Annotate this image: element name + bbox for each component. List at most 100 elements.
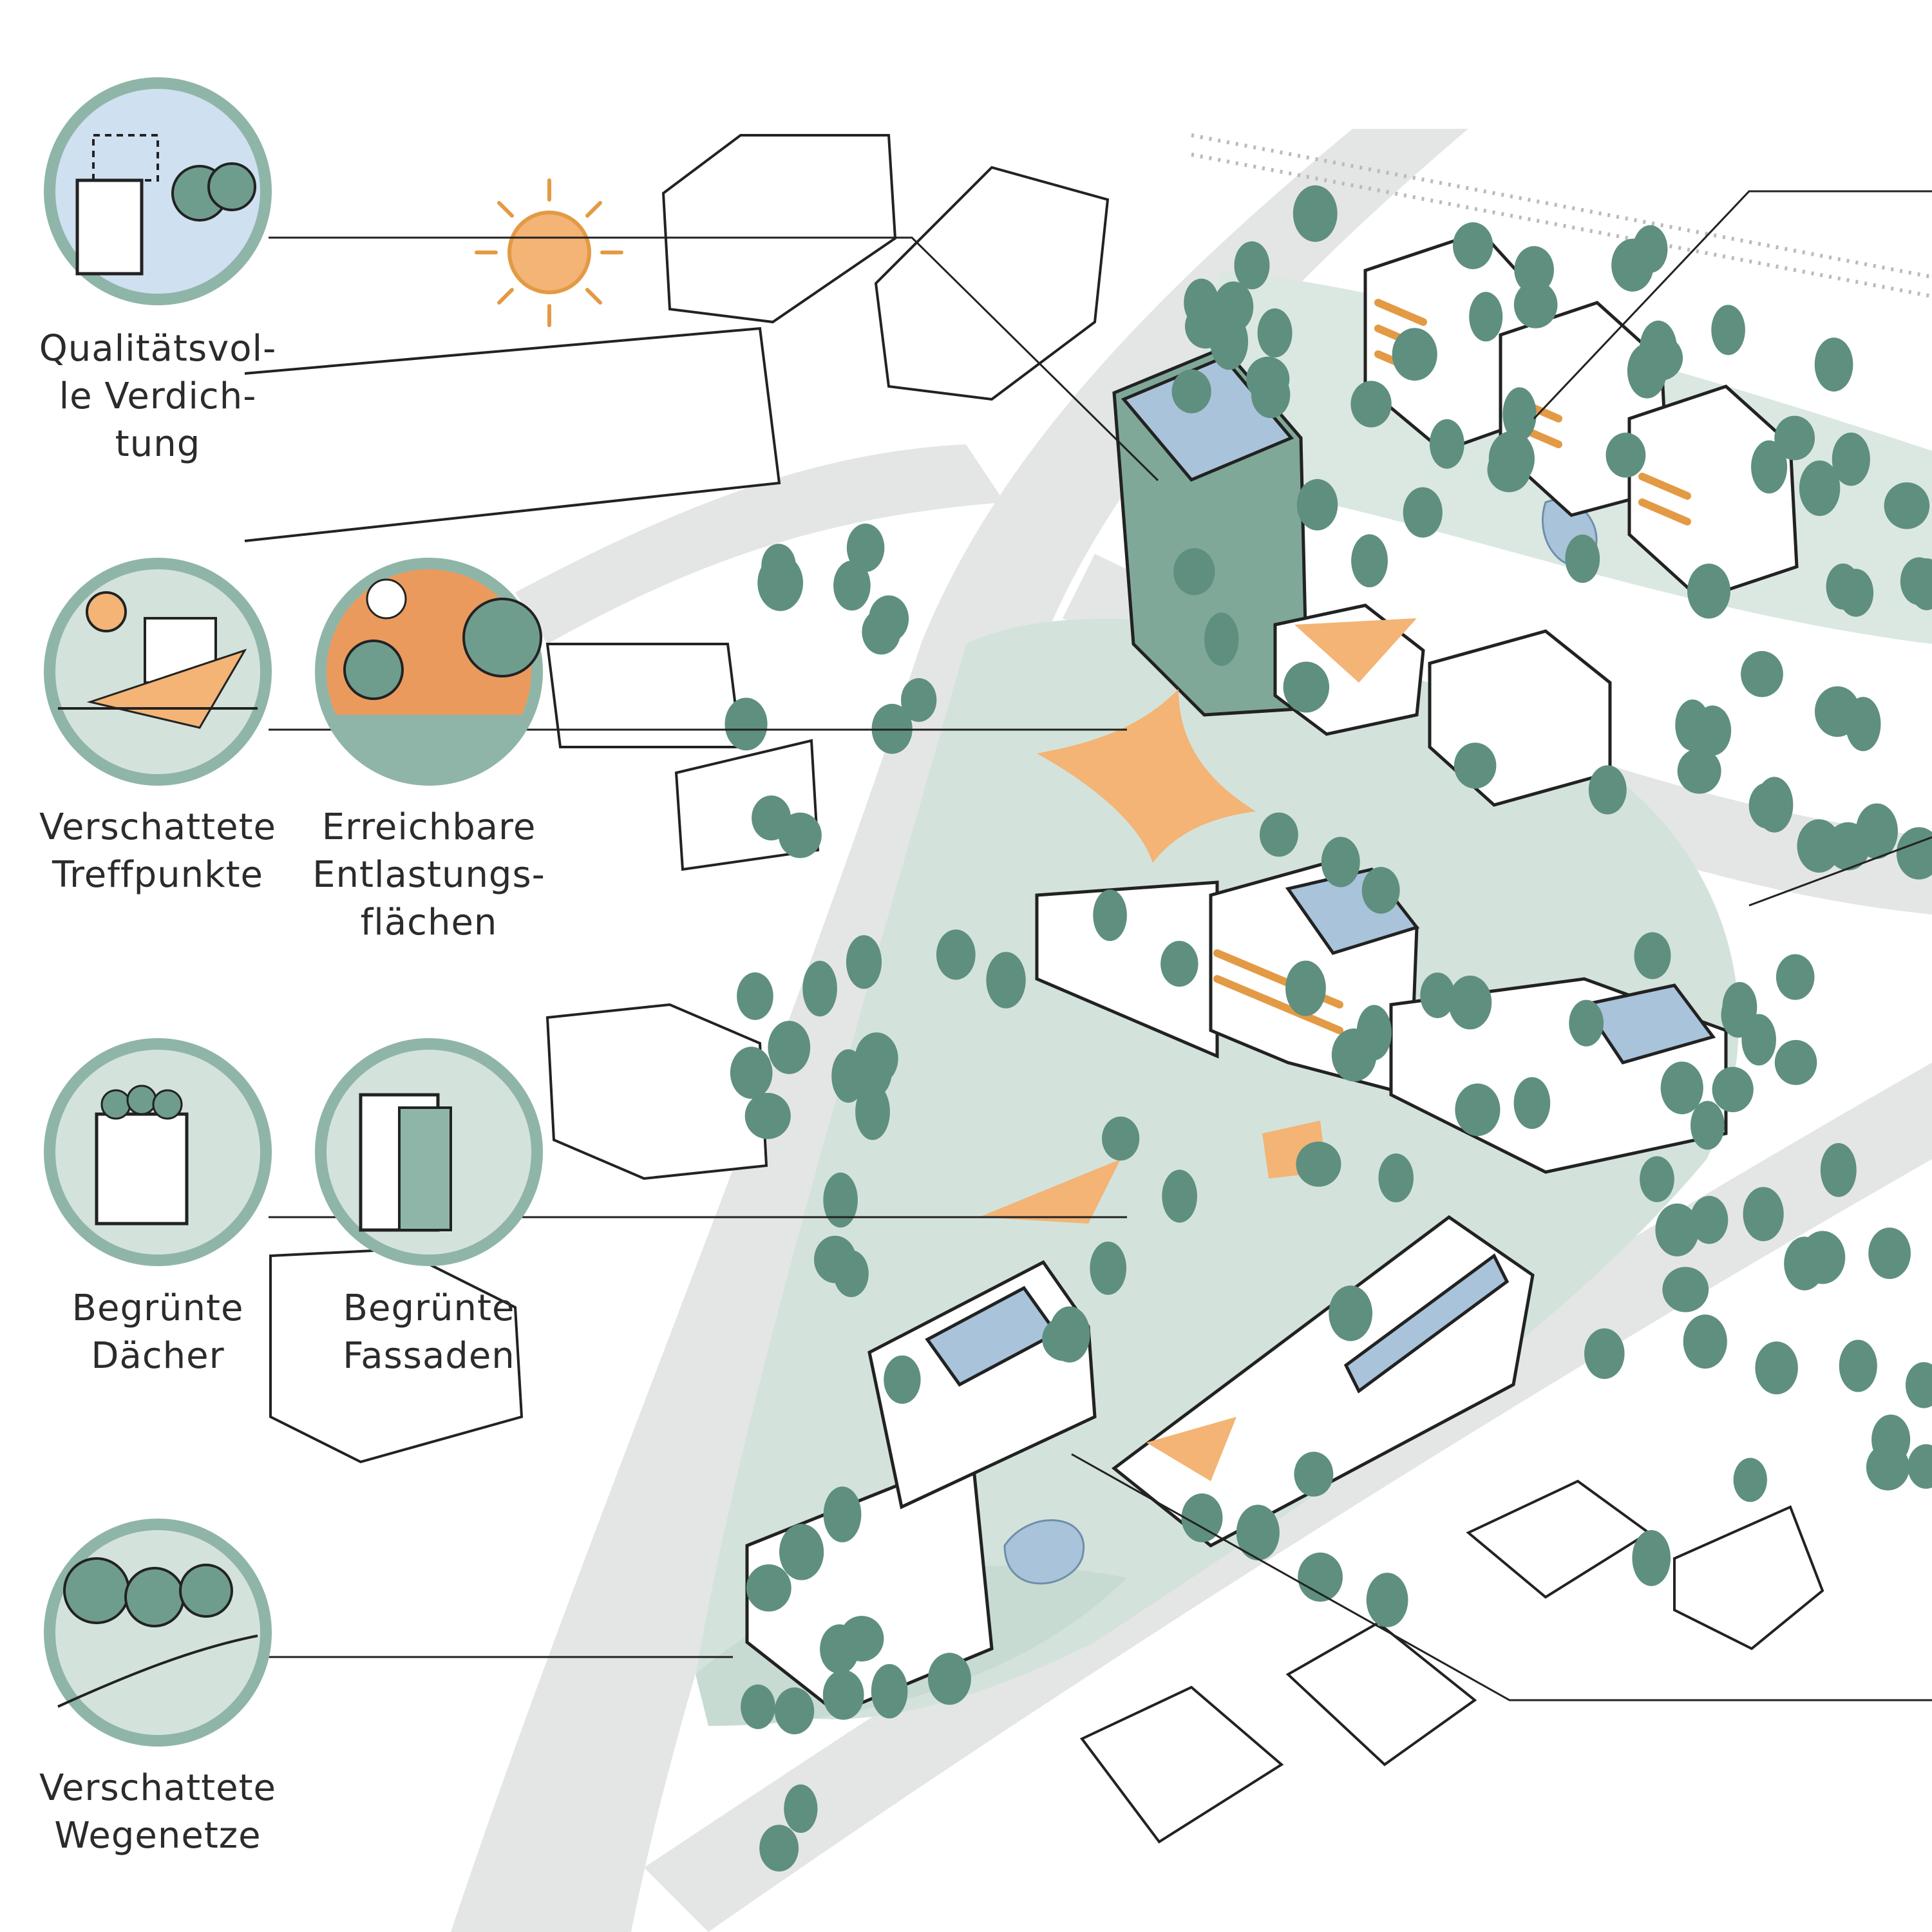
tree-icon bbox=[759, 1824, 799, 1872]
tree-icon bbox=[1741, 650, 1783, 697]
mid-block-west bbox=[1035, 880, 1219, 1059]
tree-icon bbox=[839, 1616, 884, 1662]
tree-icon bbox=[1296, 1141, 1341, 1187]
southeast-solar bbox=[1343, 1253, 1510, 1394]
tree-icon bbox=[1329, 1285, 1373, 1341]
tree-icon bbox=[822, 1670, 864, 1720]
tree-icon bbox=[1800, 1231, 1846, 1284]
tree-icon bbox=[1350, 381, 1392, 428]
tree-icon bbox=[831, 1049, 866, 1103]
main-road bbox=[451, 129, 1468, 1932]
tree-icon bbox=[802, 960, 837, 1017]
legend-icon-entlastung bbox=[315, 558, 543, 786]
tree-icon bbox=[1565, 535, 1600, 583]
tree-icon bbox=[1331, 1028, 1377, 1082]
tree-icon bbox=[1605, 432, 1646, 478]
tree-icon bbox=[1298, 1552, 1343, 1602]
legend-label-daecher: Begrünte Dächer bbox=[71, 1287, 244, 1377]
tree-icon bbox=[1909, 558, 1932, 611]
tree-icon bbox=[846, 524, 885, 573]
tree-icon bbox=[1173, 548, 1215, 596]
tree-icon bbox=[1640, 1156, 1674, 1202]
tree-icon bbox=[1296, 478, 1338, 531]
trees bbox=[724, 185, 1932, 1872]
tree-icon bbox=[746, 1564, 791, 1612]
tree-icon bbox=[1687, 564, 1730, 619]
tree-icon bbox=[1584, 1328, 1625, 1379]
tree-icon bbox=[1655, 1203, 1700, 1256]
tree-icon bbox=[737, 972, 773, 1020]
tree-icon bbox=[1469, 292, 1503, 342]
tree-icon bbox=[1871, 1414, 1911, 1465]
tree-icon bbox=[1090, 1241, 1127, 1295]
tree-icon bbox=[927, 1653, 971, 1705]
tree-icon bbox=[1285, 960, 1326, 1016]
tree-icon bbox=[784, 1784, 818, 1833]
tree-icon bbox=[1638, 335, 1683, 381]
legend-label-entlastung: Erreichbare Entlastungs- flächen bbox=[312, 806, 545, 943]
sun-icon bbox=[475, 178, 623, 327]
tree-icon bbox=[1257, 308, 1293, 358]
tree-icon bbox=[1797, 819, 1841, 873]
tree-icon bbox=[1048, 1306, 1090, 1363]
tree-icon bbox=[1204, 612, 1239, 667]
tree-icon bbox=[855, 1032, 898, 1085]
tree-icon bbox=[1452, 222, 1493, 269]
tree-icon bbox=[1721, 992, 1756, 1038]
tree-icon bbox=[1774, 415, 1815, 460]
tree-icon bbox=[1246, 356, 1290, 402]
tree-icon bbox=[1181, 1493, 1223, 1542]
tree-icon bbox=[779, 1524, 824, 1580]
shade-sail bbox=[1146, 1417, 1236, 1481]
tree-icon bbox=[1293, 185, 1338, 242]
tree-icon bbox=[1294, 1452, 1334, 1497]
tree-icon bbox=[846, 935, 882, 989]
tree-icon bbox=[1776, 954, 1815, 1000]
tree-icon bbox=[1675, 699, 1710, 751]
tree-icon bbox=[1905, 1362, 1932, 1408]
legend-icon-daecher bbox=[44, 1038, 272, 1266]
tree-icon bbox=[986, 952, 1026, 1009]
existing-buildings bbox=[244, 134, 1824, 1844]
tree-icon bbox=[1184, 278, 1219, 327]
tree-icon bbox=[1884, 482, 1930, 529]
tree-icon bbox=[901, 677, 937, 722]
tree-icon bbox=[862, 609, 901, 655]
tree-icon bbox=[1160, 941, 1198, 987]
tree-icon bbox=[1799, 460, 1841, 516]
tree-icon bbox=[1588, 765, 1627, 815]
tree-icon bbox=[1366, 1573, 1408, 1627]
tree-icon bbox=[814, 1235, 857, 1283]
legend-label-wegenetze: Verschattete Wegenetze bbox=[39, 1767, 276, 1857]
tree-icon bbox=[744, 1092, 791, 1139]
tree-icon bbox=[1378, 1153, 1414, 1202]
legend-icon-wegenetze bbox=[44, 1519, 272, 1747]
tree-icon bbox=[1513, 281, 1558, 328]
tree-icon bbox=[1611, 238, 1654, 292]
legend-icon-verdichtung bbox=[44, 77, 272, 305]
tree-icon bbox=[1392, 328, 1437, 381]
tree-icon bbox=[1213, 281, 1254, 332]
tree-icon bbox=[1832, 432, 1870, 486]
tree-icon bbox=[1093, 889, 1127, 942]
tree-icon bbox=[1429, 419, 1464, 469]
tree-icon bbox=[1814, 337, 1853, 392]
tree-icon bbox=[1448, 975, 1492, 1030]
tree-icon bbox=[1634, 932, 1671, 980]
tree-icon bbox=[1677, 748, 1721, 794]
legend-icon-treffpunkte bbox=[44, 558, 272, 786]
tree-icon bbox=[774, 1687, 815, 1735]
tree-icon bbox=[1755, 1341, 1798, 1395]
tree-icon bbox=[1101, 1116, 1140, 1161]
tree-icon bbox=[823, 1486, 862, 1542]
tree-icon bbox=[1711, 305, 1745, 355]
tree-icon bbox=[884, 1355, 921, 1404]
tree-icon bbox=[1162, 1170, 1197, 1223]
legend-label-verdichtung: Qualitätsvol- le Verdich- tung bbox=[39, 328, 277, 465]
legend-label-fassaden: Begrünte Fassaden bbox=[343, 1287, 515, 1377]
tree-icon bbox=[1632, 1530, 1671, 1586]
tree-icon bbox=[1171, 369, 1211, 413]
tree-icon bbox=[1420, 972, 1455, 1018]
tree-icon bbox=[871, 1663, 908, 1719]
